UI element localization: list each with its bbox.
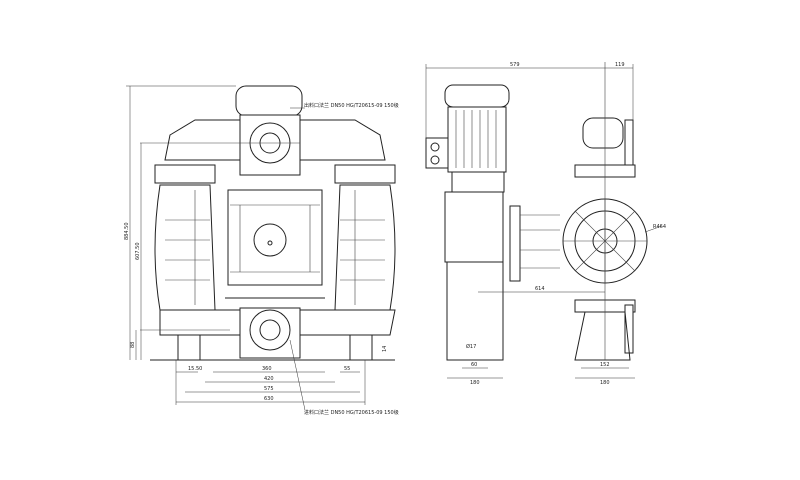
motor-top (235, 85, 303, 117)
outlet-manifold (164, 119, 386, 161)
connecting-rods (520, 214, 560, 269)
dim-55: 55 (344, 366, 350, 372)
front-view: 884.50 607.50 88 14 15.50 360 420 575 63… (124, 85, 399, 416)
pump-foot (574, 311, 631, 361)
right-foot (349, 334, 373, 361)
gearbox (227, 189, 323, 286)
outlet-port (582, 117, 624, 149)
dim-614: 614 (535, 286, 545, 292)
dim-foot: 14 (382, 346, 388, 352)
drive-shaft (267, 240, 273, 246)
dim-630: 630 (264, 396, 274, 402)
inlet-manifold (159, 309, 396, 336)
dim-foot-180: 180 (600, 380, 610, 386)
cable-gland (430, 155, 440, 165)
side-dimension-lines (425, 64, 663, 379)
gear-reducer (444, 191, 504, 263)
dim-outlet-height: 607.50 (135, 243, 141, 261)
mount-flange (509, 205, 521, 282)
left-chamber (154, 184, 216, 311)
right-upper-clamp (334, 164, 396, 184)
outlet-flange-side (624, 119, 634, 169)
outlet-note: 出料口法兰 DN50 HG/T20615-09 150级 (304, 102, 399, 109)
dim-579: 579 (510, 62, 520, 68)
dim-total-height: 884.50 (124, 223, 130, 241)
dim-60: 60 (471, 362, 477, 368)
side-view: 579 119 614 Ø17 60 180 152 180 R464 (425, 62, 666, 386)
dim-hole-left: 15.50 (188, 366, 202, 372)
outlet-flange-body (239, 114, 301, 176)
dim-base-180: 180 (470, 380, 480, 386)
gearbox-fins (230, 204, 320, 273)
left-foot (177, 334, 201, 361)
inlet-note: 进料口法兰 DN50 HG/T20615-09 150级 (304, 409, 399, 416)
inlet-bore (259, 319, 281, 341)
motor-adapter (451, 171, 505, 193)
chamber-ribs (165, 190, 385, 305)
right-chamber (334, 184, 396, 311)
left-upper-clamp (154, 164, 216, 184)
cable-gland (430, 142, 440, 152)
front-dimension-lines (126, 85, 366, 411)
dim-152: 152 (600, 362, 610, 368)
dim-119: 119 (615, 62, 625, 68)
dim-hole: Ø17 (466, 343, 476, 350)
drive-cover (253, 223, 287, 257)
motor-fins (455, 110, 497, 168)
motor-body (447, 106, 507, 173)
dim-420: 420 (264, 376, 274, 382)
dim-360: 360 (262, 366, 272, 372)
dim-radius: R464 (653, 224, 666, 230)
dim-inlet-height: 88 (130, 342, 136, 348)
dim-575: 575 (264, 386, 274, 392)
motor-stand (446, 261, 504, 361)
motor-fan-cover (444, 84, 510, 108)
inlet-flange (249, 309, 291, 351)
